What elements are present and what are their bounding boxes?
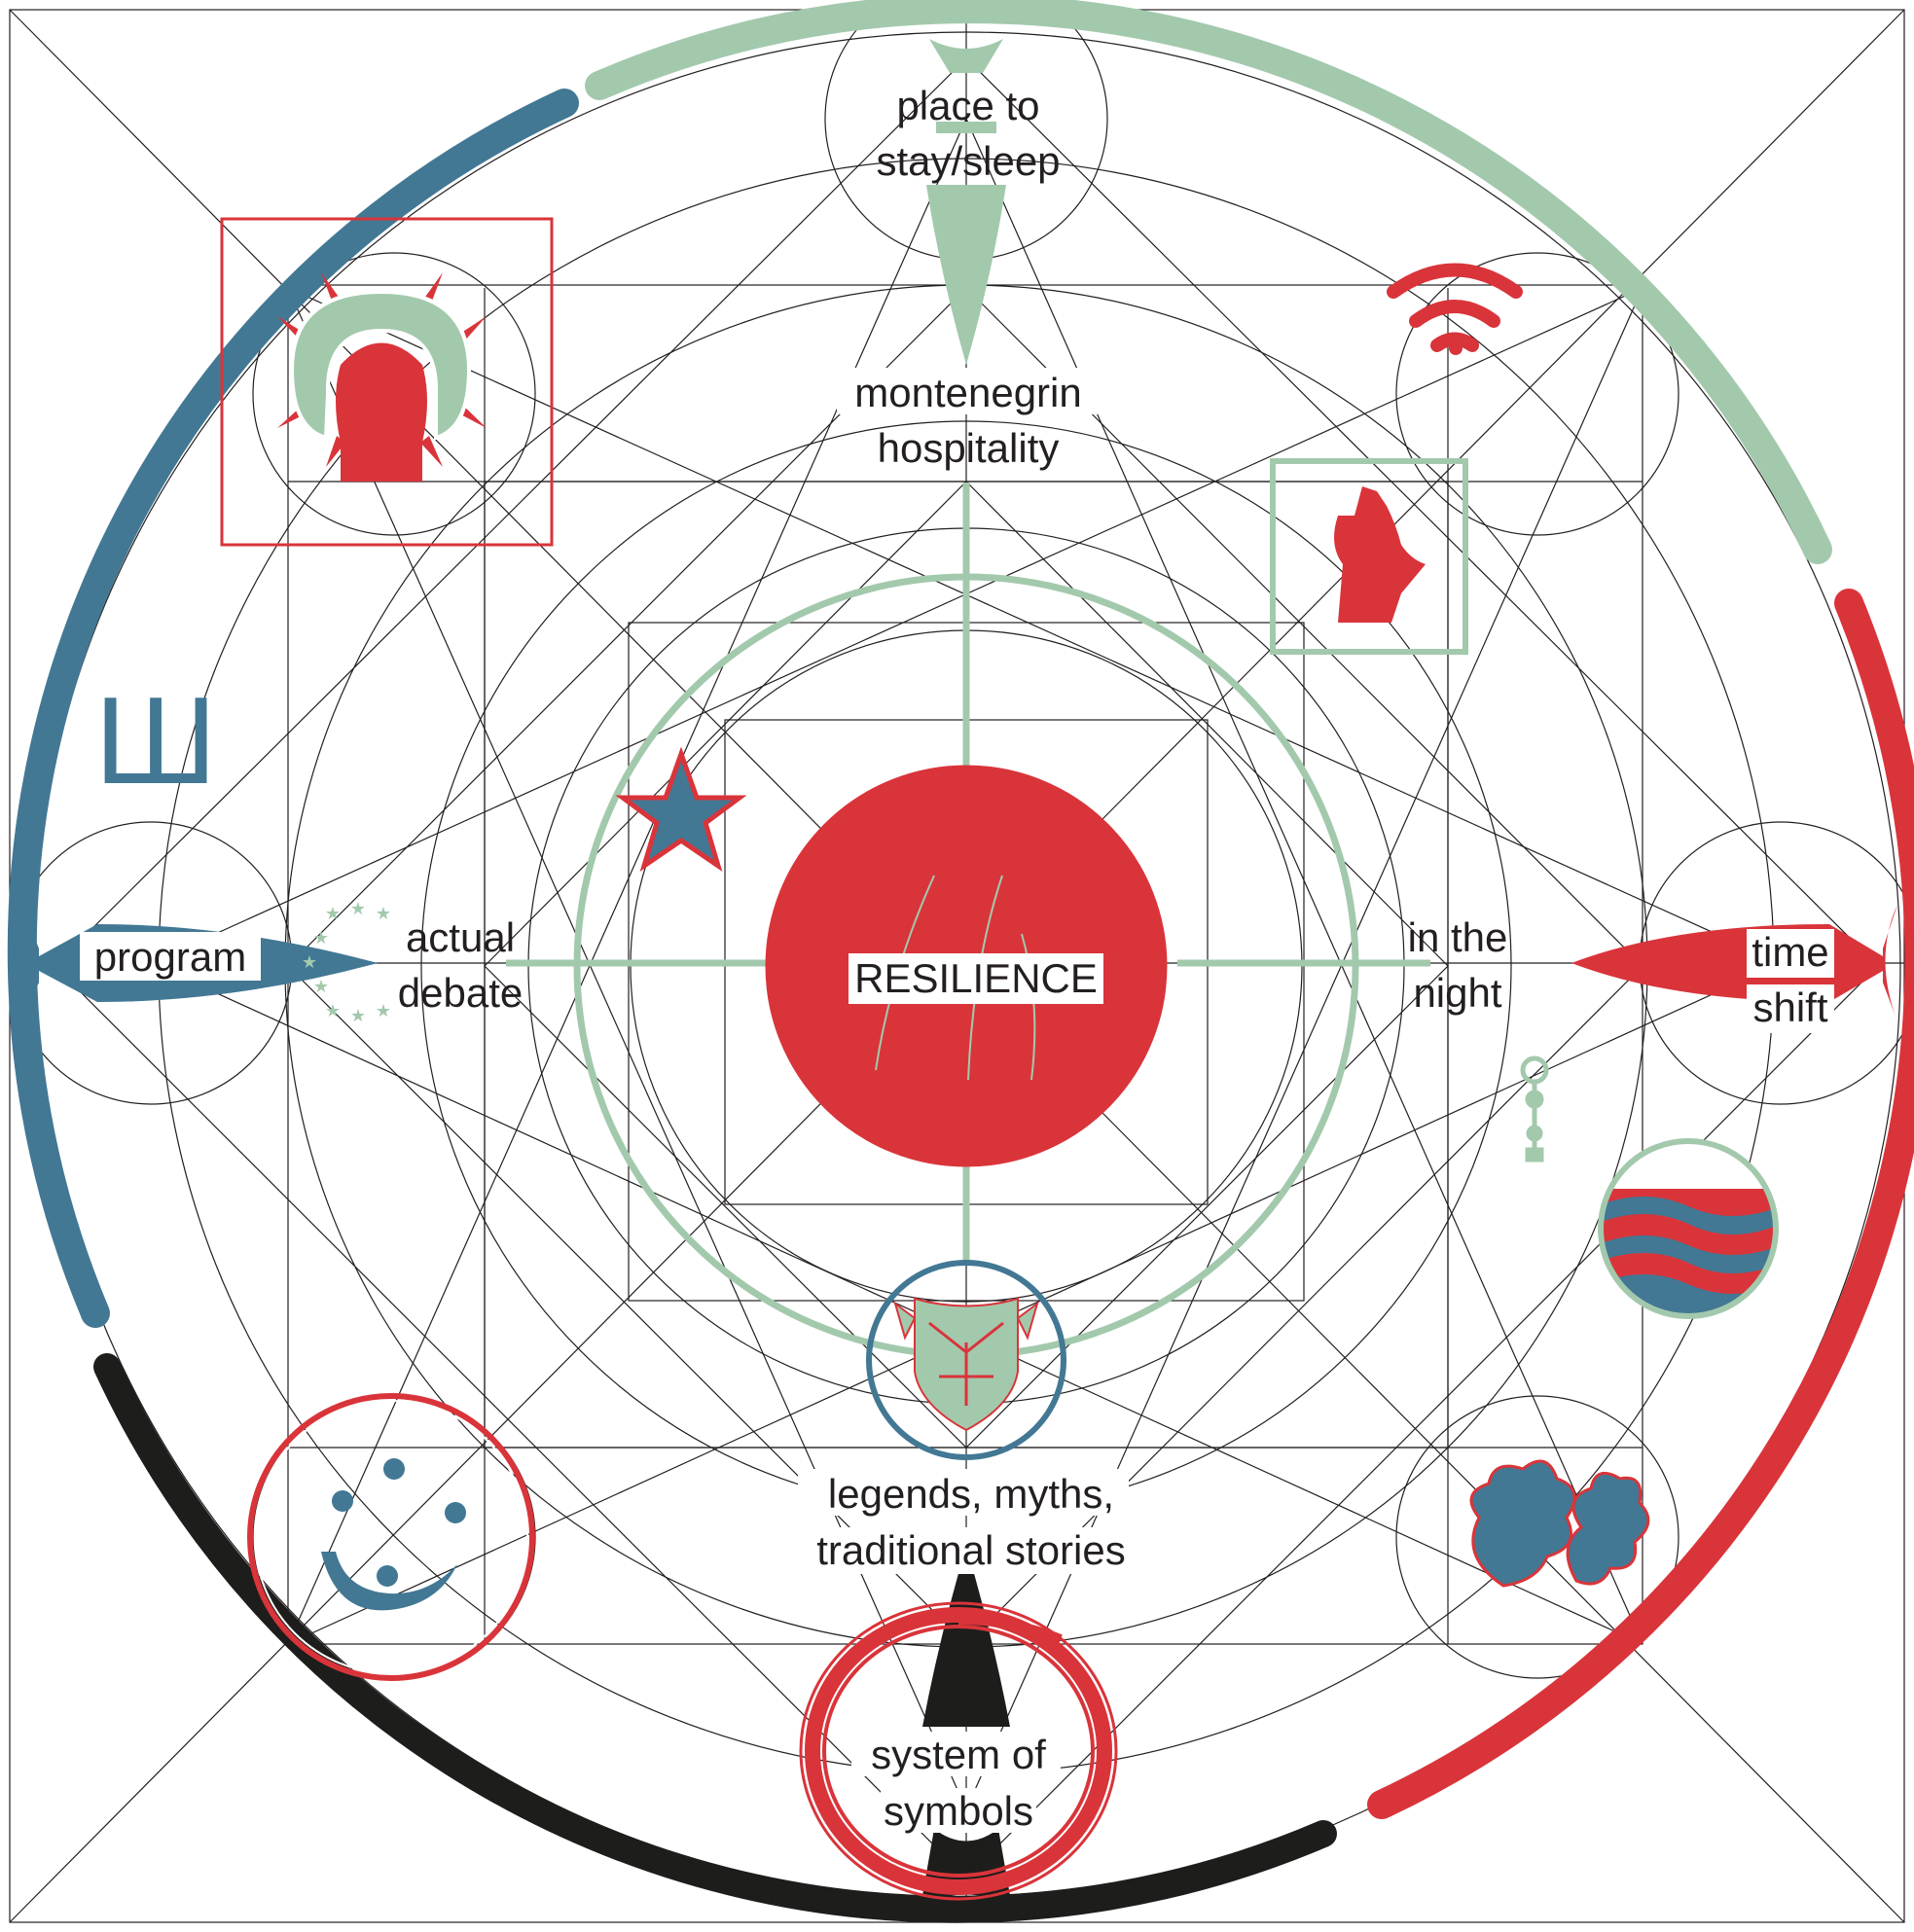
ring-segment-black <box>93 1353 1337 1923</box>
hand-icon <box>1270 458 1468 655</box>
svg-text:★: ★ <box>302 952 317 973</box>
svg-text:montenegrin: montenegrin <box>854 370 1081 415</box>
svg-text:night: night <box>1413 970 1501 1016</box>
svg-text:shift: shift <box>1752 984 1827 1030</box>
label-legends-myths: legends, myths, traditional stories <box>783 1469 1158 1574</box>
svg-text:traditional stories: traditional stories <box>816 1527 1125 1573</box>
label-actual-debate: actual debate <box>398 914 523 1016</box>
outer-ring <box>7 0 1914 1923</box>
wave-flag-icon <box>1598 1138 1779 1319</box>
smiley-icon <box>247 1393 535 1681</box>
svg-text:program: program <box>94 934 246 980</box>
svg-text:actual: actual <box>406 914 515 960</box>
svg-text:hospitality: hospitality <box>878 425 1060 471</box>
ring-segment-green <box>585 0 1832 564</box>
svg-text:in the: in the <box>1408 914 1508 960</box>
label-time-shift: time shift <box>1747 929 1834 1033</box>
label-resilience: RESILIENCE <box>849 953 1103 1004</box>
label-montenegrin-hospitality: montenegrin hospitality <box>837 368 1098 471</box>
label-place-to-stay: place to stay/sleep <box>876 83 1060 184</box>
leaves-icon <box>1469 1459 1650 1588</box>
svg-text:time: time <box>1751 929 1828 975</box>
svg-text:★: ★ <box>376 1001 391 1021</box>
wifi-icon <box>1387 263 1523 355</box>
svg-text:★: ★ <box>376 904 391 924</box>
svg-text:legends, myths,: legends, myths, <box>828 1471 1114 1517</box>
eagle-crest-icon <box>866 1260 1066 1460</box>
svg-text:symbols: symbols <box>884 1788 1033 1834</box>
star-icon <box>615 746 747 873</box>
svg-text:Ш: Ш <box>93 676 218 811</box>
svg-text:debate: debate <box>398 970 523 1016</box>
eu-stars-icon: ★ ★ ★ ★ ★ ★ ★ ★ ★ <box>302 899 391 1026</box>
ring-segment-red <box>1367 589 1914 1819</box>
horseshoe-icon <box>220 217 554 547</box>
label-in-the-night: in the night <box>1408 914 1508 1016</box>
key-icon <box>1520 1055 1549 1163</box>
cyrillic-glyph: Ш <box>93 676 218 811</box>
svg-text:system of: system of <box>871 1732 1046 1777</box>
label-program: program <box>80 932 261 981</box>
svg-text:place to: place to <box>896 83 1039 128</box>
svg-text:★: ★ <box>313 977 329 997</box>
svg-text:RESILIENCE: RESILIENCE <box>854 955 1098 1001</box>
ouroboros-icon <box>799 1601 1118 1901</box>
svg-text:★: ★ <box>313 928 329 948</box>
svg-text:★: ★ <box>350 899 366 919</box>
svg-text:★: ★ <box>325 1001 341 1021</box>
label-system-of-symbols: system of symbols <box>851 1732 1061 1834</box>
svg-text:★: ★ <box>350 1006 366 1026</box>
svg-text:★: ★ <box>325 904 341 924</box>
svg-text:stay/sleep: stay/sleep <box>876 138 1060 184</box>
